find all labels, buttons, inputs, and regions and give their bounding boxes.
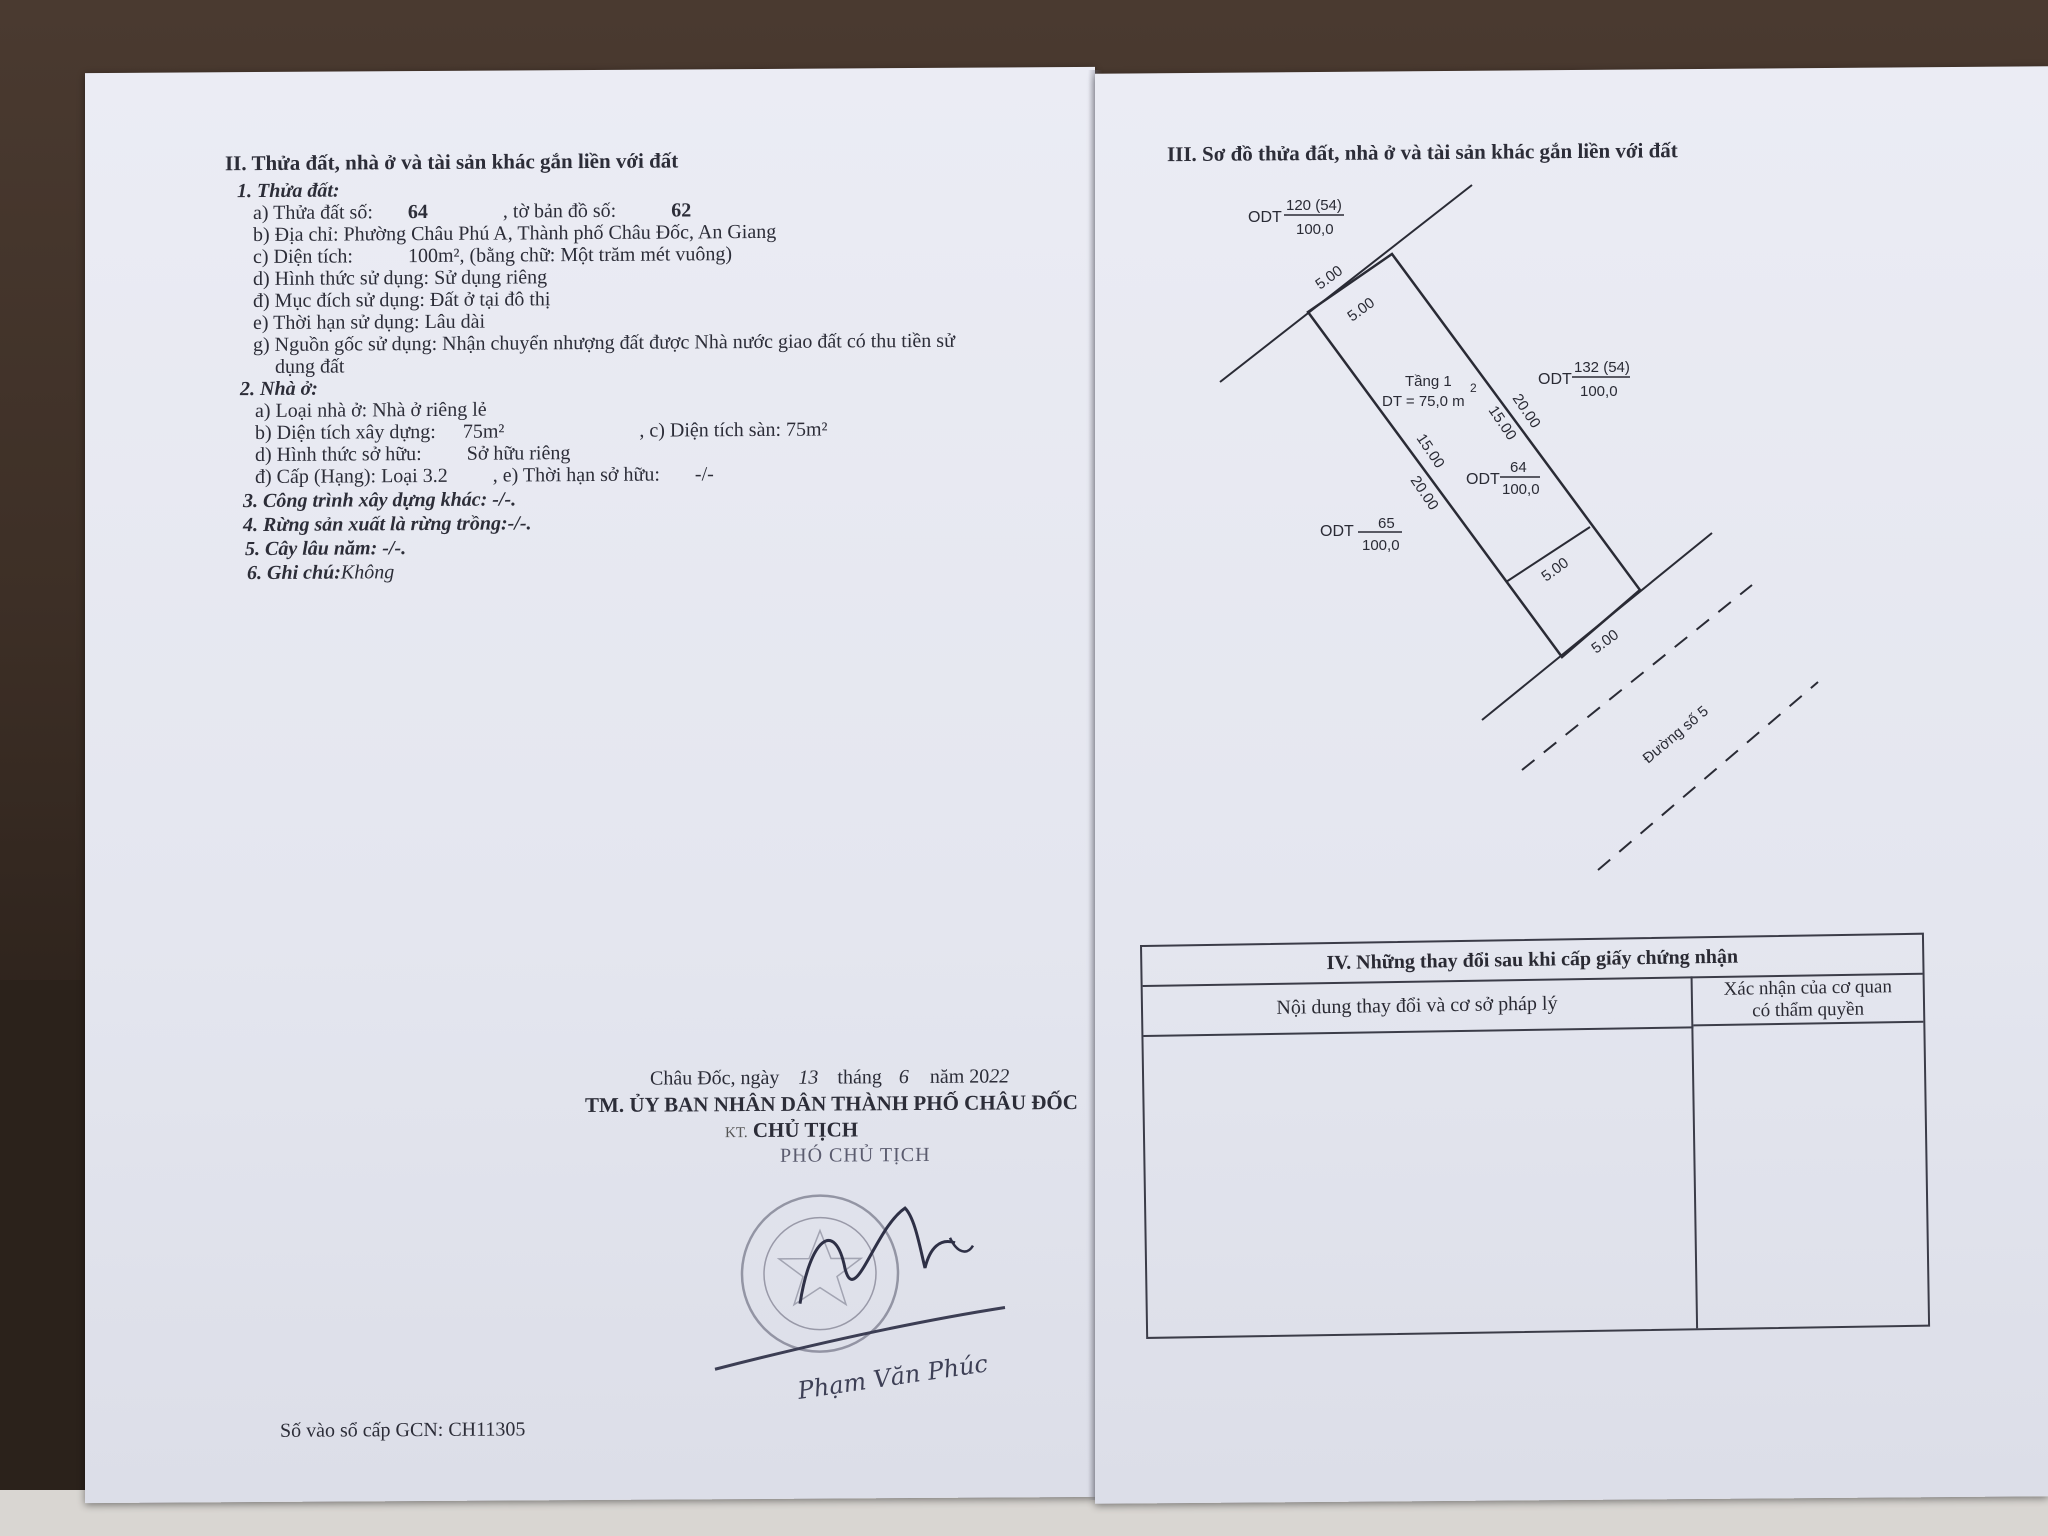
changes-column-header: Nội dung thay đổi và cơ sở pháp lý [1142, 976, 1694, 1037]
road-line-1 [1521, 584, 1753, 771]
column-divider [1691, 1026, 1699, 1329]
nb-left-den: 100,0 [1362, 537, 1400, 554]
nb-right-num: 132 (54) [1574, 359, 1630, 376]
nb-top-den: 100,0 [1296, 221, 1334, 238]
nb-right-odt: ODT [1538, 371, 1572, 388]
confirmation-column-header: Xác nhận của cơ quan có thẩm quyền [1692, 972, 1924, 1027]
nb-right-den: 100,0 [1580, 383, 1618, 400]
map-top-boundary [1219, 184, 1473, 383]
confirmation-header-line1: Xác nhận của cơ quan [1723, 976, 1893, 1000]
parcel-odt: ODT [1466, 471, 1500, 488]
dim-top-inner: 5.00 [1344, 294, 1378, 325]
changes-table: IV. Những thay đổi sau khi cấp giấy chứn… [1140, 932, 1931, 1339]
floor-label: Tầng 1 [1405, 373, 1452, 390]
nb-left-odt: ODT [1320, 523, 1354, 540]
left-page: II. Thửa đất, nhà ở và tài sản khác gắn … [85, 66, 1095, 1504]
official-stamp-and-signature [714, 1194, 1006, 1371]
dim-bottom-inner: 5.00 [1538, 554, 1572, 585]
floor-area-exp: 2 [1470, 381, 1477, 395]
dim-left-inner: 15.00 [1413, 431, 1448, 472]
floor-area: DT = 75,0 m [1382, 393, 1465, 410]
nb-left-num: 65 [1378, 515, 1395, 532]
house-rear-line [1505, 526, 1591, 583]
nb-top-odt: ODT [1248, 209, 1282, 226]
road-line-2 [1597, 681, 1819, 871]
confirmation-header-line2: có thẩm quyền [1752, 998, 1865, 1022]
parcel-num: 64 [1510, 459, 1527, 476]
dim-left-outer: 20.00 [1407, 473, 1442, 514]
nb-top-num: 120 (54) [1286, 197, 1342, 214]
road-edge [1481, 532, 1713, 721]
parcel-outline [1306, 252, 1642, 659]
parcel-den: 100,0 [1502, 481, 1540, 498]
road-name: Đường số 5 [1640, 703, 1712, 767]
